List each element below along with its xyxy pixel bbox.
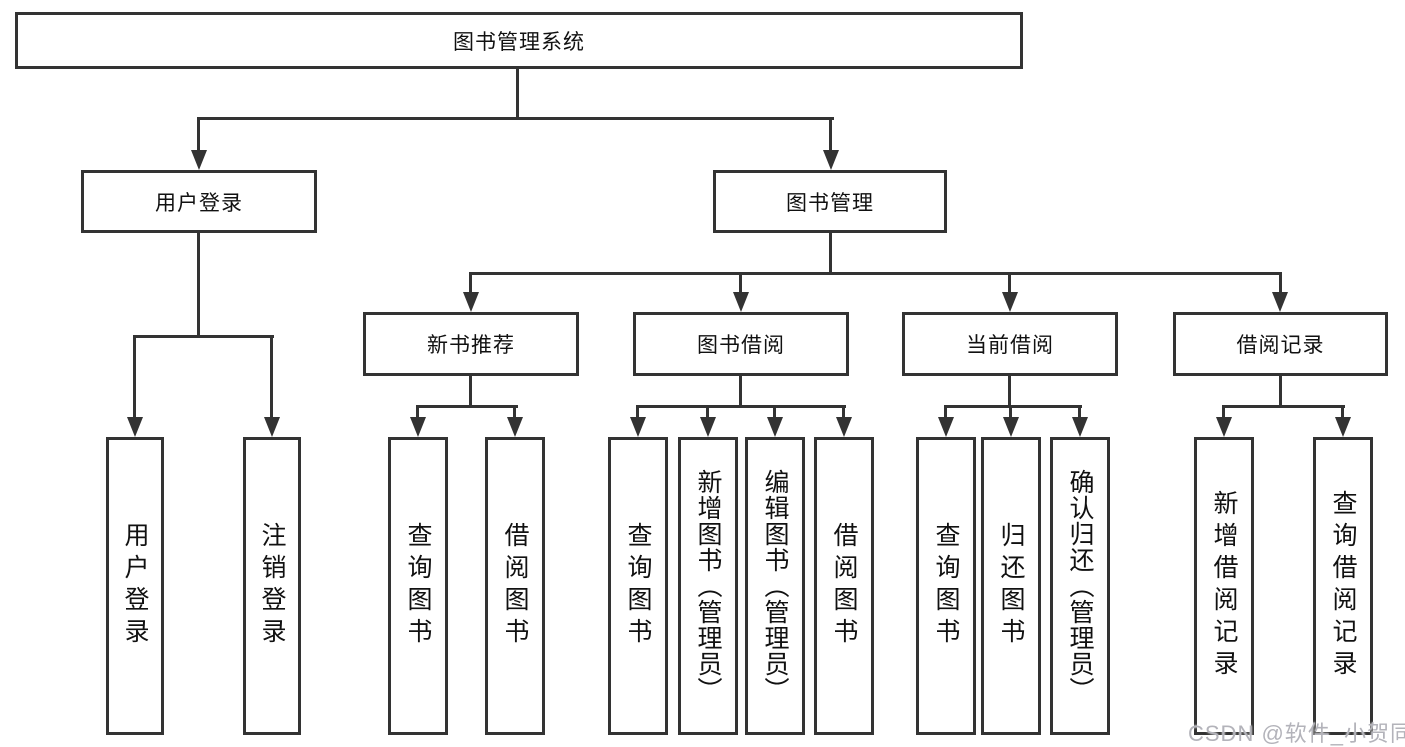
leaf-borrow-books: 借阅图书 [485, 437, 545, 735]
connector-stub [773, 405, 776, 419]
node-label: 图书借阅 [697, 334, 785, 357]
connector-stub [133, 335, 136, 419]
connector-stub [1009, 405, 1012, 419]
leaf-add-book-admin: 新增图书（管理员） [678, 437, 738, 735]
arrow-down-icon [733, 292, 749, 312]
connector-user-login-stem [197, 233, 200, 338]
connector-stub [829, 117, 832, 151]
connector-stub [739, 272, 742, 294]
leaf-label: 借阅图书 [830, 522, 858, 650]
node-label: 用户登录 [155, 191, 243, 215]
leaf-label: 新增借阅记录 [1210, 490, 1238, 682]
leaf-label: 查询借阅记录 [1329, 490, 1357, 682]
leaf-add-borrowing-record: 新增借阅记录 [1194, 437, 1254, 735]
leaf-label: 用户登录 [121, 522, 149, 650]
connector-stem [1008, 376, 1011, 407]
leaf-borrow-books: 借阅图书 [814, 437, 874, 735]
node-user-login: 用户登录 [81, 170, 317, 233]
leaf-confirm-return-admin: 确认归还（管理员） [1050, 437, 1110, 735]
connector-stub [270, 335, 273, 419]
connector-branch [416, 405, 518, 408]
connector-stem [469, 376, 472, 407]
leaf-return-books: 归还图书 [981, 437, 1041, 735]
leaf-label: 注销登录 [258, 522, 286, 650]
leaf-edit-book-admin: 编辑图书（管理员） [745, 437, 805, 735]
node-current-borrowing: 当前借阅 [902, 312, 1118, 376]
arrow-down-icon [463, 292, 479, 312]
leaf-label: 新增图书（管理员） [694, 469, 722, 703]
node-book-management: 图书管理 [713, 170, 947, 233]
arrow-down-icon [1003, 417, 1019, 437]
leaf-query-books: 查询图书 [608, 437, 668, 735]
leaf-query-borrowing-record: 查询借阅记录 [1313, 437, 1373, 735]
arrow-down-icon [264, 417, 280, 437]
arrow-down-icon [700, 417, 716, 437]
node-new-book-recommend: 新书推荐 [363, 312, 579, 376]
arrow-down-icon [1272, 292, 1288, 312]
arrow-down-icon [1002, 292, 1018, 312]
connector-stub [636, 405, 639, 419]
arrow-down-icon [823, 150, 839, 170]
node-label: 新书推荐 [427, 334, 515, 357]
arrow-down-icon [836, 417, 852, 437]
connector-branch [636, 405, 846, 408]
arrow-down-icon [630, 417, 646, 437]
leaf-query-books: 查询图书 [916, 437, 976, 735]
leaf-label: 归还图书 [997, 522, 1025, 650]
connector-branch [1222, 405, 1345, 408]
node-library-management-system: 图书管理系统 [15, 12, 1023, 69]
leaf-label: 借阅图书 [501, 522, 529, 650]
node-label: 图书管理系统 [453, 30, 585, 54]
connector-book-management-stem [829, 233, 832, 275]
watermark-text: CSDN @软件_小贺同学 [1188, 721, 1405, 746]
leaf-user-login: 用户登录 [106, 437, 164, 735]
leaf-label: 编辑图书（管理员） [761, 469, 789, 703]
arrow-down-icon [507, 417, 523, 437]
node-label: 图书管理 [786, 191, 874, 215]
connector-stub [469, 272, 472, 294]
connector-stub [1078, 405, 1081, 419]
connector-stub [1008, 272, 1011, 294]
connector-root-stem [516, 69, 519, 118]
connector-stem [739, 376, 742, 407]
leaf-label: 查询图书 [404, 522, 432, 650]
connector-stub [1279, 272, 1282, 294]
node-label: 当前借阅 [966, 334, 1054, 357]
leaf-query-books: 查询图书 [388, 437, 448, 735]
arrow-down-icon [410, 417, 426, 437]
arrow-down-icon [1335, 417, 1351, 437]
arrow-down-icon [1216, 417, 1232, 437]
connector-stub [842, 405, 845, 419]
connector-user-login-branch [133, 335, 274, 338]
connector-stub [1341, 405, 1344, 419]
connector-root-branch [197, 117, 834, 120]
connector-stub [416, 405, 419, 419]
arrow-down-icon [127, 417, 143, 437]
leaf-label: 确认归还（管理员） [1066, 469, 1094, 703]
connector-stub [706, 405, 709, 419]
node-label: 借阅记录 [1236, 334, 1325, 357]
node-borrowing-records: 借阅记录 [1173, 312, 1388, 376]
connector-branch [944, 405, 1082, 408]
connector-stub [1222, 405, 1225, 419]
connector-stem [1279, 376, 1282, 407]
arrow-down-icon [938, 417, 954, 437]
leaf-label: 查询图书 [932, 522, 960, 650]
arrow-down-icon [767, 417, 783, 437]
connector-stub [197, 117, 200, 151]
leaf-label: 查询图书 [624, 522, 652, 650]
node-book-borrowing: 图书借阅 [633, 312, 849, 376]
connector-book-management-branch [470, 272, 1282, 275]
leaf-logout: 注销登录 [243, 437, 301, 735]
connector-stub [944, 405, 947, 419]
arrow-down-icon [1072, 417, 1088, 437]
arrow-down-icon [191, 150, 207, 170]
connector-stub [513, 405, 516, 419]
